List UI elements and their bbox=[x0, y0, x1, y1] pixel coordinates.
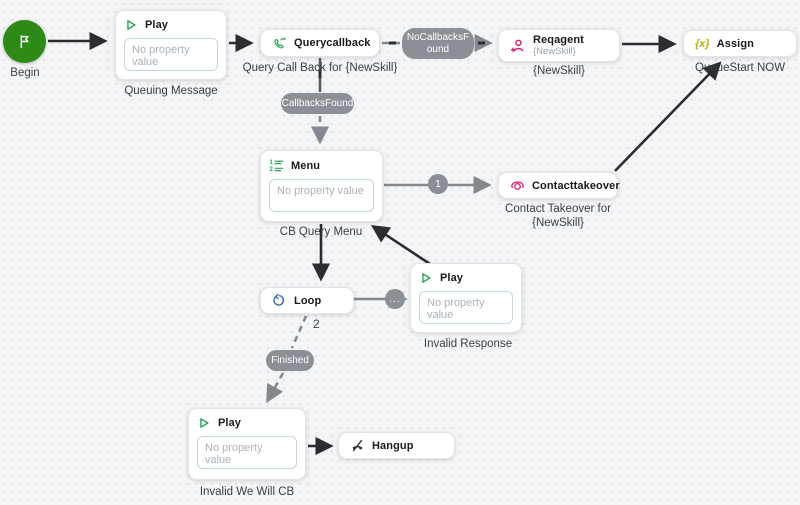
request-agent-icon bbox=[510, 38, 526, 54]
node-title: Menu bbox=[291, 159, 321, 172]
property-value-box[interactable]: No property value bbox=[419, 291, 513, 324]
node-menu[interactable]: 1 2 Menu No property value bbox=[260, 150, 383, 222]
node-play-queuing-message[interactable]: Play No property value bbox=[115, 10, 227, 80]
node-reqagent[interactable]: Reqagent {NewSkill} bbox=[498, 29, 620, 62]
branch-badge-option-1[interactable]: 1 bbox=[428, 174, 448, 194]
svg-text:2: 2 bbox=[269, 166, 273, 173]
branch-badge-ellipsis[interactable]: ... bbox=[385, 289, 405, 309]
numbered-menu-icon: 1 2 bbox=[269, 158, 284, 173]
node-title: Loop bbox=[294, 294, 322, 307]
hangup-phone-icon bbox=[350, 438, 365, 453]
branch-badge-callbacks-found[interactable]: CallbacksFound bbox=[281, 93, 354, 114]
callback-phone-icon bbox=[272, 36, 287, 51]
node-hangup[interactable]: Hangup bbox=[338, 432, 455, 459]
play-icon bbox=[419, 271, 433, 285]
node-loop[interactable]: Loop bbox=[260, 287, 354, 314]
node-caption-begin: Begin bbox=[10, 67, 40, 79]
play-icon bbox=[124, 18, 138, 32]
node-title: Contacttakeover bbox=[532, 179, 620, 192]
node-title: Reqagent bbox=[533, 34, 584, 47]
node-begin[interactable] bbox=[3, 20, 46, 63]
loop-count-label: 2 bbox=[313, 317, 320, 331]
node-caption: Contact Takeover for {NewSkill} bbox=[505, 203, 611, 230]
node-title: Hangup bbox=[372, 439, 414, 452]
node-title: Assign bbox=[716, 37, 754, 50]
property-value-box[interactable]: No property value bbox=[269, 179, 374, 212]
assign-variable-icon: {x} bbox=[695, 37, 710, 50]
node-caption: Query Call Back for {NewSkill} bbox=[242, 62, 398, 74]
property-value-box[interactable]: No property value bbox=[124, 38, 218, 71]
contact-takeover-icon bbox=[510, 178, 525, 193]
flag-icon bbox=[16, 33, 33, 50]
property-value-box[interactable]: No property value bbox=[197, 436, 297, 469]
svg-text:1: 1 bbox=[269, 159, 273, 166]
node-caption: Invalid Response bbox=[423, 338, 513, 350]
play-icon bbox=[197, 416, 211, 430]
branch-badge-finished[interactable]: Finished bbox=[266, 350, 314, 371]
node-contacttakeover[interactable]: Contacttakeover bbox=[498, 172, 620, 199]
node-caption: {NewSkill} bbox=[533, 65, 585, 77]
node-assign[interactable]: {x} Assign bbox=[683, 30, 797, 57]
node-caption: QueueStart NOW bbox=[694, 62, 786, 74]
node-title: Play bbox=[145, 19, 169, 31]
node-caption: Invalid We Will CB bbox=[199, 486, 295, 498]
branch-badge-no-callbacks-found[interactable]: NoCallbacksFound bbox=[402, 28, 474, 59]
node-title: Querycallback bbox=[294, 37, 371, 49]
node-play-invalid-response[interactable]: Play No property value bbox=[410, 263, 522, 333]
node-caption: Queuing Message bbox=[124, 85, 218, 97]
node-title: Play bbox=[440, 272, 464, 284]
node-property-text: {NewSkill} bbox=[533, 45, 576, 57]
node-play-invalid-we-will-cb[interactable]: Play No property value bbox=[188, 408, 306, 480]
node-title: Play bbox=[218, 417, 242, 429]
node-caption: CB Query Menu bbox=[279, 226, 363, 238]
node-querycallback[interactable]: Querycallback bbox=[260, 29, 380, 57]
loop-icon bbox=[272, 293, 287, 308]
